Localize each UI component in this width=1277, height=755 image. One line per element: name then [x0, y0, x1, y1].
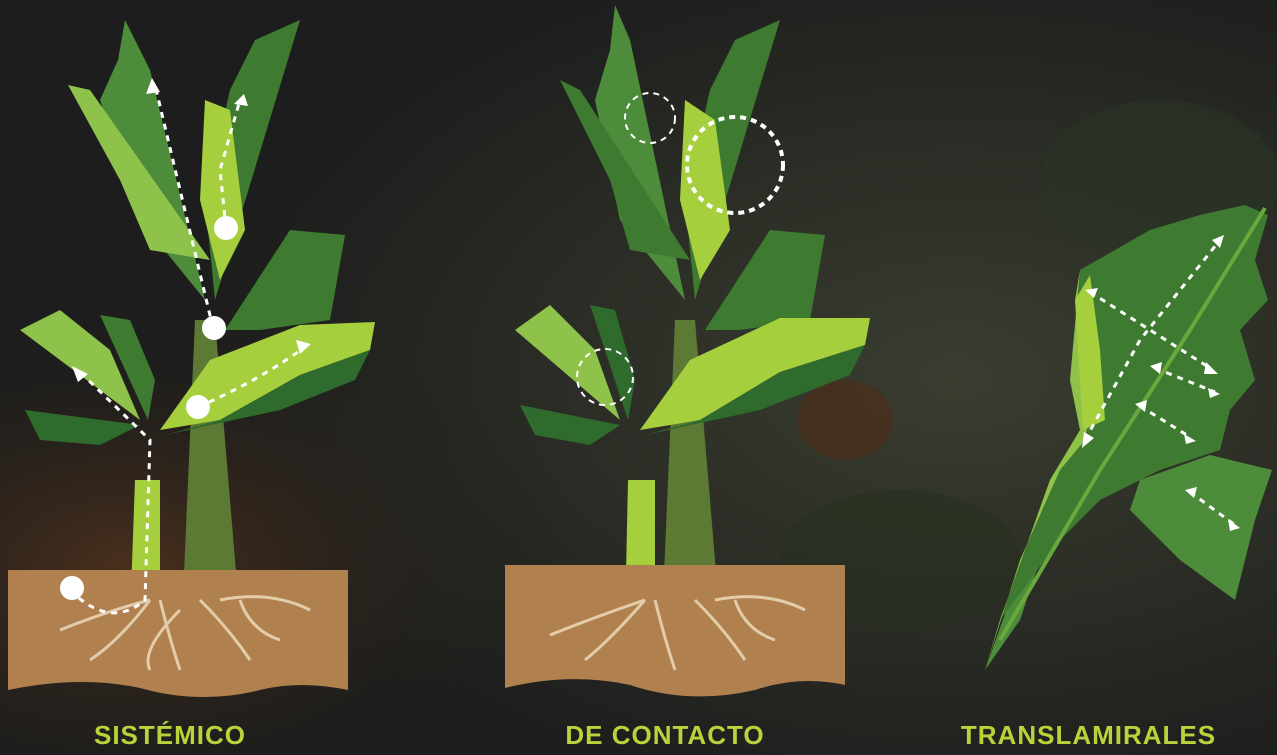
panel-de-contacto: DE CONTACTO — [480, 0, 880, 755]
leaf — [1130, 455, 1272, 600]
panel-translamirales: TRANSLAMIRALES — [900, 0, 1277, 755]
leaf — [225, 230, 345, 330]
sistemico-plant-illustration — [0, 0, 400, 755]
label-de-contacto: DE CONTACTO — [480, 720, 850, 752]
label-sistemico: SISTÉMICO — [0, 720, 340, 752]
soil — [505, 565, 845, 696]
translamirales-leaf-illustration — [900, 0, 1277, 755]
soil — [8, 570, 348, 697]
leaf — [705, 230, 825, 330]
label-translamirales: TRANSLAMIRALES — [900, 720, 1277, 752]
leaf — [520, 405, 620, 445]
de-contacto-plant-illustration — [480, 0, 880, 755]
panel-sistemico: SISTÉMICO — [0, 0, 400, 755]
